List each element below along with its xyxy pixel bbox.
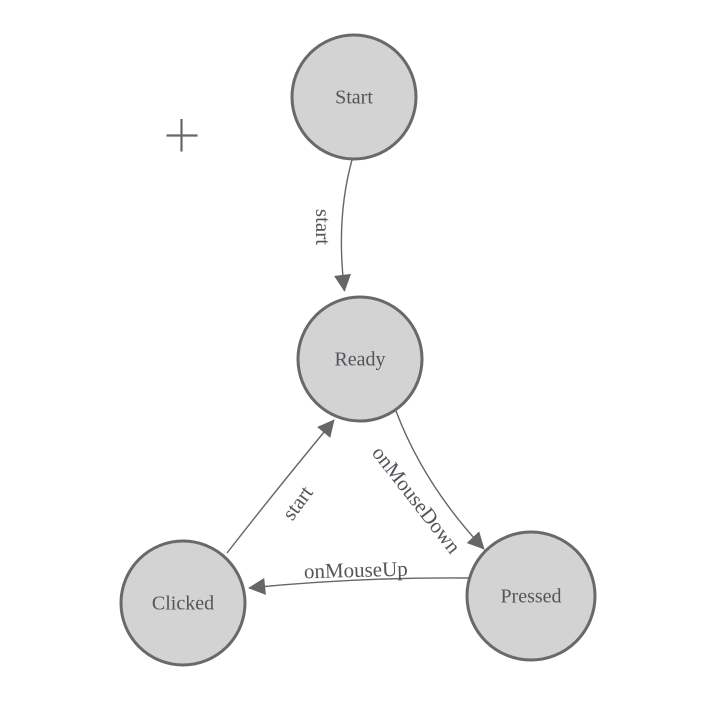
transition-label-onmouseup: onMouseUp (304, 557, 408, 584)
transition-start-to-ready[interactable] (334, 157, 354, 292)
state-circle-start[interactable] (290, 33, 418, 161)
transition-ready-to-pressed[interactable] (395, 410, 485, 550)
transition-label-start: start (311, 209, 335, 245)
state-circle-pressed[interactable] (465, 530, 597, 662)
nodes-layer: Start Ready Clicked Pressed (119, 33, 597, 667)
state-circle-clicked[interactable] (119, 539, 247, 667)
transition-pressed-to-clicked[interactable] (248, 577, 470, 595)
state-circle-ready[interactable] (296, 295, 424, 423)
state-node-ready[interactable]: Ready (296, 295, 424, 423)
transition-clicked-to-ready[interactable] (226, 419, 335, 554)
state-node-pressed[interactable]: Pressed (465, 530, 597, 662)
transition-label-onmousedown: onMouseDown (367, 441, 466, 558)
state-node-start[interactable]: Start (290, 33, 418, 161)
transitions-layer (226, 157, 485, 595)
crosshair-cursor-icon (166, 119, 198, 152)
state-node-clicked[interactable]: Clicked (119, 539, 247, 667)
transition-label-start-2: start (277, 481, 318, 524)
